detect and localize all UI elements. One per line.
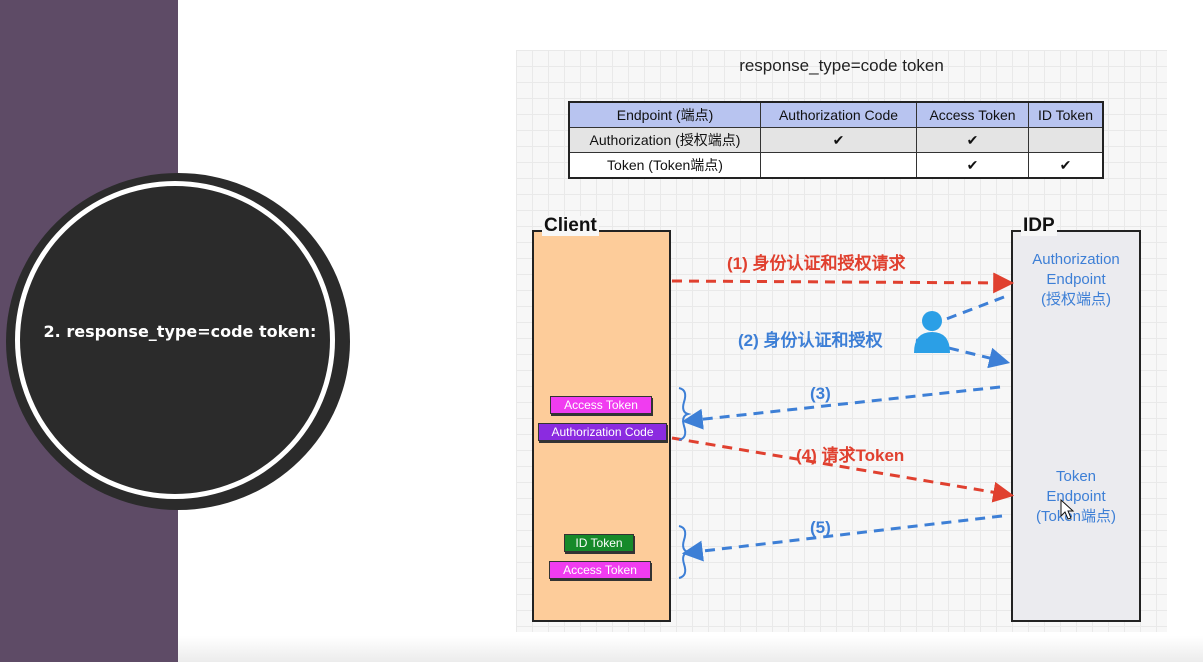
step-1-label: (1) 身份认证和授权请求 [727, 254, 906, 273]
table-header: Endpoint (端点) [568, 101, 761, 128]
step-1-arrow [671, 272, 1015, 294]
step-2-arrow-out [915, 338, 1011, 369]
idp-lifeline [1011, 230, 1141, 622]
user-icon [914, 311, 950, 353]
step-2-arrow-in [940, 295, 1005, 323]
token-endpoint-line: (Token端点) [1035, 508, 1117, 525]
access-token-badge: Access Token [549, 561, 651, 579]
authorization-code-badge: Authorization Code [538, 423, 667, 441]
table-cell: ✔ [916, 127, 1029, 153]
authorization-endpoint-line: Authorization [1032, 251, 1120, 268]
authorization-endpoint-line: Endpoint [1046, 271, 1106, 288]
idp-label: IDP [1021, 215, 1057, 236]
table-header: Access Token [916, 101, 1029, 128]
flow-diagram: response_type=code token Endpoint (端点) A… [516, 50, 1167, 632]
step-3-label: (3) [810, 384, 831, 403]
brace-top [678, 387, 692, 441]
step-2-label: (2) 身份认证和授权 [738, 331, 883, 350]
table-cell: Token (Token端点) [568, 152, 761, 179]
table-row: Token (Token端点) ✔ ✔ [568, 152, 1104, 179]
access-token-badge: Access Token [550, 396, 652, 414]
token-endpoint-line: Token [1055, 468, 1097, 485]
table-cell [1028, 127, 1104, 153]
step-4-label: (4) 请求Token [796, 446, 905, 465]
table-header: ID Token [1028, 101, 1104, 128]
table-cell: Authorization (授权端点) [568, 127, 761, 153]
step-4-arrow [671, 436, 1015, 503]
diagram-title: response_type=code token [739, 56, 944, 75]
table-row: Authorization (授权端点) ✔ ✔ [568, 127, 1104, 153]
step-5-label: (5) [810, 518, 831, 537]
brace-bottom [678, 525, 692, 579]
authorization-endpoint: Authorization Endpoint (授权端点) [1011, 250, 1141, 310]
endpoint-table: Endpoint (端点) Authorization Code Access … [568, 101, 1104, 179]
step-5-arrow [681, 514, 1003, 562]
id-token-badge: ID Token [564, 534, 634, 552]
circle-title: 2. response_type=code token: [43, 322, 317, 341]
client-label: Client [542, 215, 599, 236]
title-circle-ring [15, 181, 335, 499]
table-cell [760, 152, 917, 179]
table-cell: ✔ [760, 127, 917, 153]
cursor-icon [1060, 498, 1075, 520]
bottom-strip [178, 636, 1203, 662]
authorization-endpoint-line: (授权端点) [1041, 291, 1111, 308]
table-cell: ✔ [916, 152, 1029, 179]
step-3-arrow [681, 385, 1001, 430]
table-cell: ✔ [1028, 152, 1104, 179]
flow-arrows [671, 272, 1075, 579]
table-header-row: Endpoint (端点) Authorization Code Access … [568, 101, 1104, 128]
